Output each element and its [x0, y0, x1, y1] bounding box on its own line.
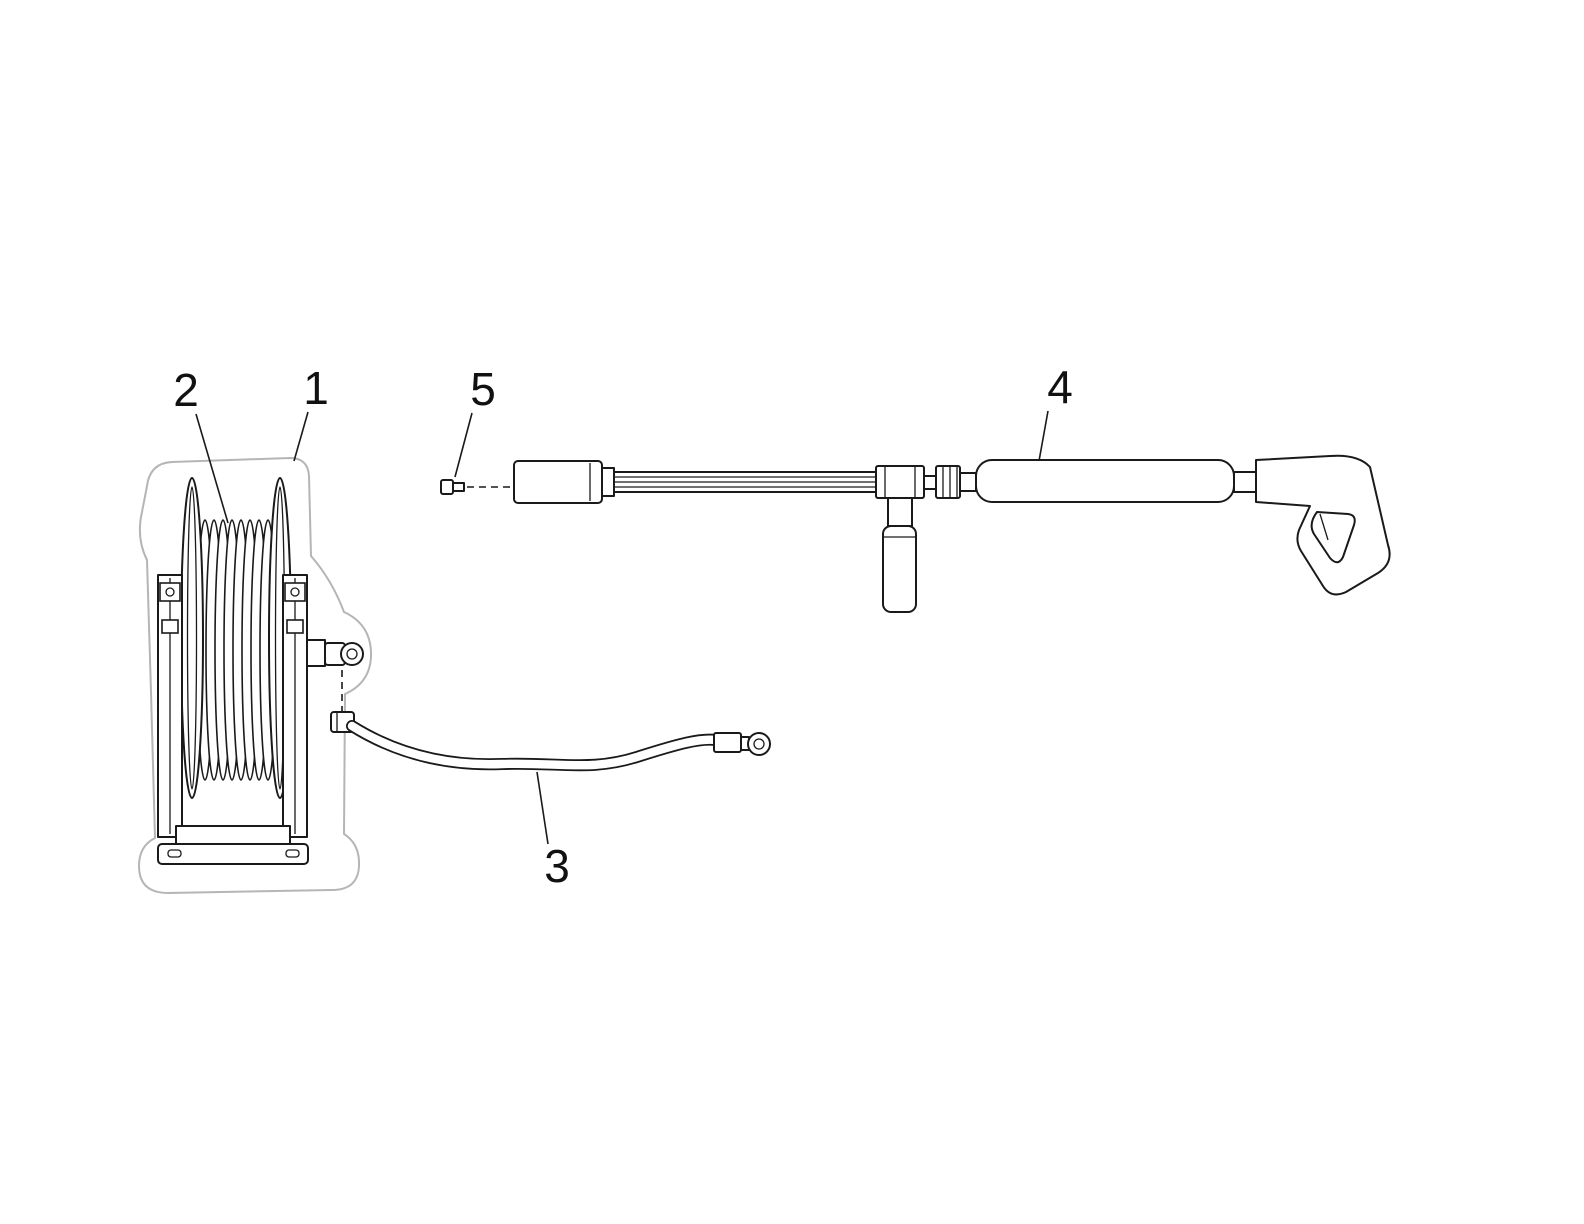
hose-coil [196, 519, 277, 781]
callout-2-leader [195, 413, 229, 524]
spray-gun [1255, 454, 1391, 596]
callout-1: 1 [293, 362, 329, 462]
lance-coupling [923, 465, 977, 499]
callouts: 2 1 5 4 3 [173, 361, 1073, 892]
reel-outlet-fitting [306, 639, 364, 712]
molded-tube [975, 459, 1235, 503]
callout-5-label: 5 [470, 363, 496, 415]
callout-5-leader [454, 412, 473, 478]
supply-hose [330, 711, 771, 772]
callout-2-label: 2 [173, 364, 199, 416]
callout-3-label: 3 [544, 840, 570, 892]
reel-base [157, 825, 309, 865]
tee-fitting-and-grip [875, 465, 925, 613]
callout-4: 4 [1038, 361, 1073, 462]
nozzle [440, 479, 512, 495]
callout-4-label: 4 [1047, 361, 1073, 413]
tube-gun-connector [1233, 471, 1257, 493]
callout-4-leader [1038, 410, 1049, 462]
lance-coupler [513, 460, 603, 504]
lance-tube [613, 471, 879, 493]
callout-2: 2 [173, 364, 229, 524]
callout-5: 5 [454, 363, 496, 478]
reel-frame [157, 574, 308, 838]
hose-end-fitting [713, 732, 771, 756]
callout-3-leader [536, 771, 549, 845]
gun-lance-assembly [513, 454, 1391, 613]
callout-1-label: 1 [303, 362, 329, 414]
trigger [1319, 513, 1329, 541]
hose-reel [157, 477, 364, 865]
callout-3: 3 [536, 771, 570, 892]
callout-1-leader [293, 411, 309, 462]
highlight-outline-shape [138, 457, 373, 894]
hose-reel-highlight-outline [138, 457, 373, 894]
